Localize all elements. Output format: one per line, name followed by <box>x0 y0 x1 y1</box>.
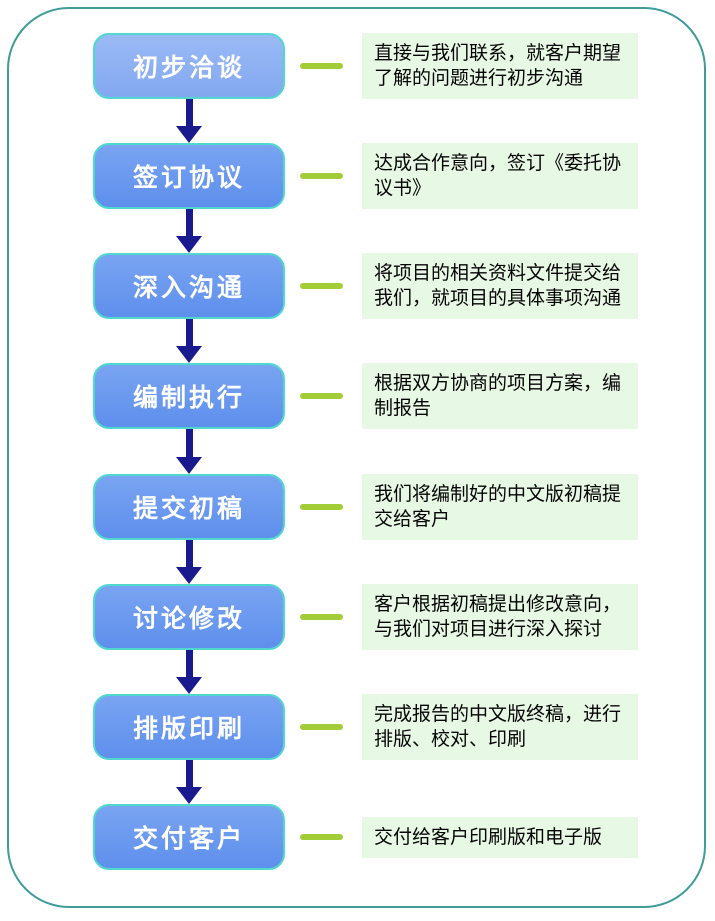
connector-dash-3 <box>300 283 343 289</box>
process-row-4: 编制执行 根据双方协商的项目方案，编制报告 <box>93 363 638 429</box>
connector-dash-1 <box>300 63 343 69</box>
step-label-7: 排版印刷 <box>132 715 245 743</box>
outer-frame <box>7 7 706 908</box>
step-desc-box-4: 根据双方协商的项目方案，编制报告 <box>362 363 638 429</box>
connector-dash-2 <box>300 173 343 179</box>
step-label-2: 签订协议 <box>132 164 245 192</box>
step-desc-box-6: 客户根据初稿提出修改意向，与我们对项目进行深入探讨 <box>362 584 638 650</box>
down-arrow-7 <box>176 760 202 804</box>
step-desc-4: 根据双方协商的项目方案，编制报告 <box>374 373 622 419</box>
connector-dash-7 <box>300 724 343 730</box>
step-box-6: 讨论修改 <box>93 584 285 650</box>
connector-dash-6 <box>300 614 343 620</box>
step-label-4: 编制执行 <box>132 384 245 412</box>
arrow-head-icon <box>176 787 202 804</box>
step-desc-5: 我们将编制好的中文版初稿提交给客户 <box>374 484 622 530</box>
process-row-2: 签订协议 达成合作意向，签订《委托协议书》 <box>93 143 638 209</box>
step-box-4: 编制执行 <box>93 363 285 429</box>
arrow-head-icon <box>176 236 202 253</box>
step-box-2: 签订协议 <box>93 143 285 209</box>
step-desc-box-7: 完成报告的中文版终稿，进行排版、校对、印刷 <box>362 694 638 760</box>
step-desc-box-3: 将项目的相关资料文件提交给我们，就项目的具体事项沟通 <box>362 253 638 319</box>
down-arrow-1 <box>176 99 202 143</box>
arrow-shaft <box>185 319 193 346</box>
process-row-7: 排版印刷 完成报告的中文版终稿，进行排版、校对、印刷 <box>93 694 638 760</box>
arrow-shaft <box>185 209 193 236</box>
step-label-1: 初步洽谈 <box>132 54 245 82</box>
down-arrow-2 <box>176 209 202 253</box>
down-arrow-6 <box>176 650 202 694</box>
step-box-7: 排版印刷 <box>93 694 285 760</box>
arrow-shaft <box>185 99 193 126</box>
process-row-1: 初步洽谈 直接与我们联系，就客户期望了解的问题进行初步沟通 <box>93 33 638 99</box>
step-label-8: 交付客户 <box>132 825 245 853</box>
step-label-5: 提交初稿 <box>132 495 245 523</box>
process-row-8: 交付客户 交付给客户印刷版和电子版 <box>93 804 638 870</box>
process-row-3: 深入沟通 将项目的相关资料文件提交给我们，就项目的具体事项沟通 <box>93 253 638 319</box>
arrow-head-icon <box>176 677 202 694</box>
connector-dash-5 <box>300 504 343 510</box>
process-row-6: 讨论修改 客户根据初稿提出修改意向，与我们对项目进行深入探讨 <box>93 584 638 650</box>
arrow-shaft <box>185 650 193 677</box>
step-label-3: 深入沟通 <box>132 274 245 302</box>
step-desc-box-2: 达成合作意向，签订《委托协议书》 <box>362 143 638 209</box>
step-box-5: 提交初稿 <box>93 474 285 540</box>
step-box-3: 深入沟通 <box>93 253 285 319</box>
step-desc-6: 客户根据初稿提出修改意向，与我们对项目进行深入探讨 <box>374 594 622 640</box>
step-box-1: 初步洽谈 <box>93 33 285 99</box>
step-label-6: 讨论修改 <box>132 605 245 633</box>
connector-dash-4 <box>300 393 343 399</box>
step-desc-1: 直接与我们联系，就客户期望了解的问题进行初步沟通 <box>374 43 622 89</box>
arrow-shaft <box>185 429 193 457</box>
arrow-head-icon <box>176 346 202 363</box>
down-arrow-5 <box>176 540 202 584</box>
step-desc-box-8: 交付给客户印刷版和电子版 <box>362 816 638 858</box>
arrow-shaft <box>185 540 193 567</box>
step-desc-8: 交付给客户印刷版和电子版 <box>374 826 603 848</box>
arrow-head-icon <box>176 457 202 474</box>
step-desc-box-5: 我们将编制好的中文版初稿提交给客户 <box>362 474 638 540</box>
connector-dash-8 <box>300 834 343 840</box>
step-desc-3: 将项目的相关资料文件提交给我们，就项目的具体事项沟通 <box>374 263 622 309</box>
down-arrow-3 <box>176 319 202 363</box>
process-row-5: 提交初稿 我们将编制好的中文版初稿提交给客户 <box>93 474 638 540</box>
step-desc-box-1: 直接与我们联系，就客户期望了解的问题进行初步沟通 <box>362 33 638 99</box>
down-arrow-4 <box>176 429 202 474</box>
arrow-head-icon <box>176 567 202 584</box>
step-desc-7: 完成报告的中文版终稿，进行排版、校对、印刷 <box>374 704 622 750</box>
arrow-shaft <box>185 760 193 787</box>
step-box-8: 交付客户 <box>93 804 285 870</box>
arrow-head-icon <box>176 126 202 143</box>
step-desc-2: 达成合作意向，签订《委托协议书》 <box>374 153 622 199</box>
